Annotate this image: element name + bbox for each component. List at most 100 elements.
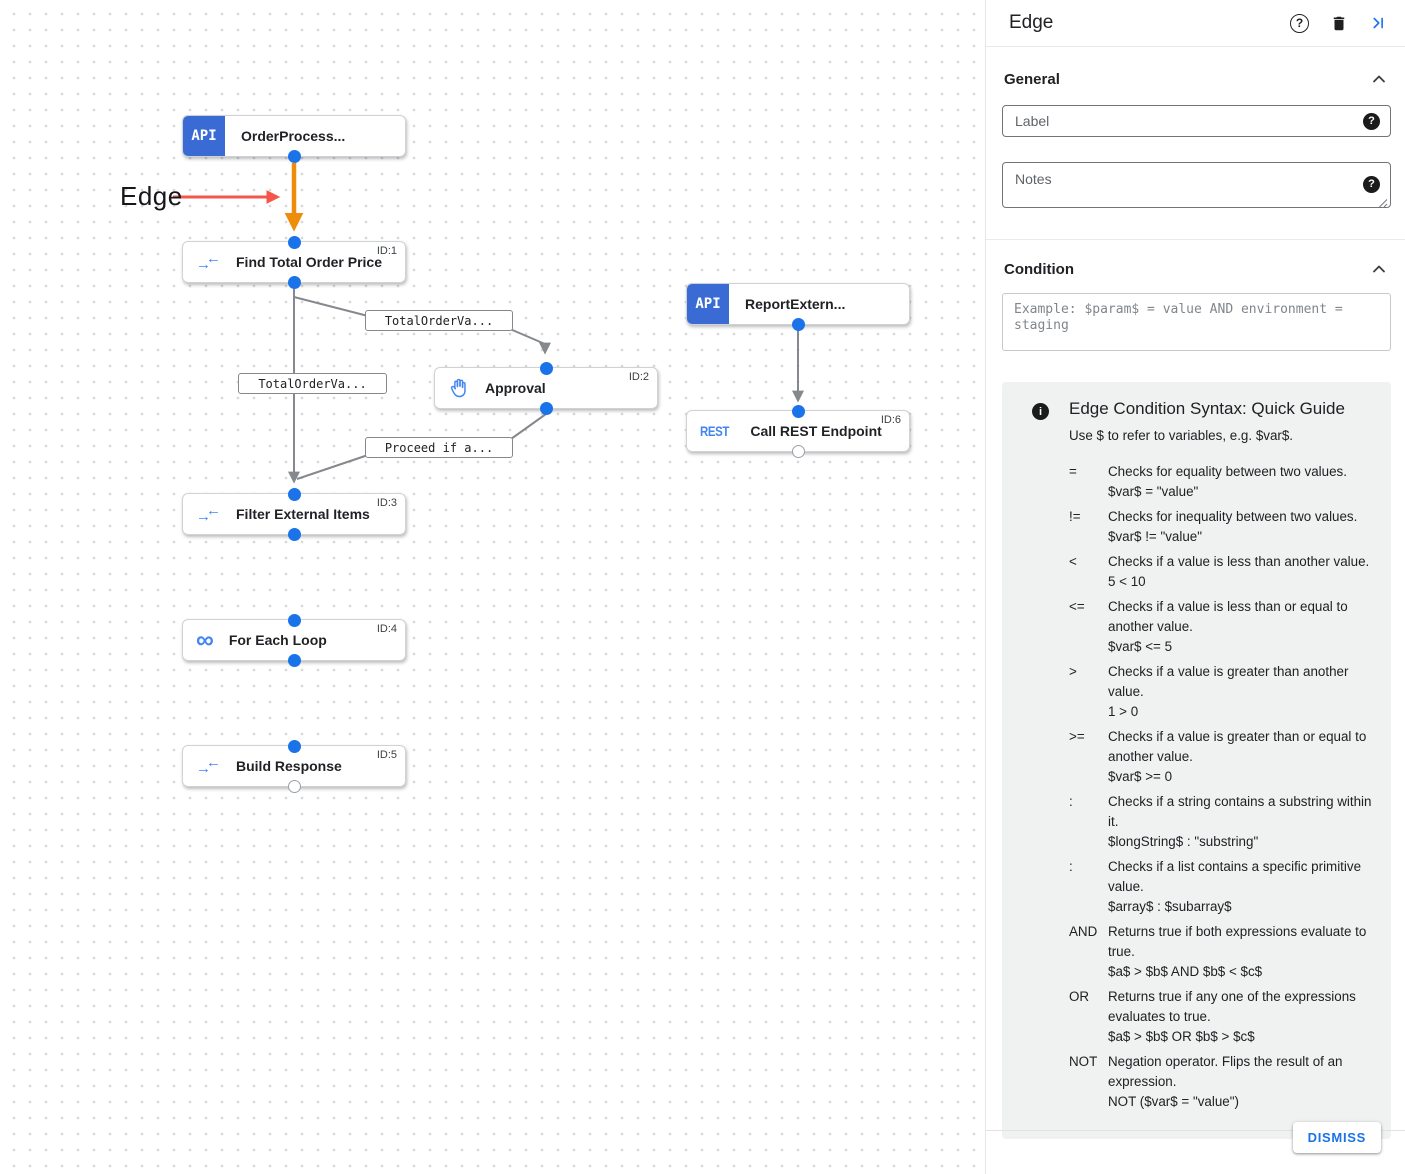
output-port[interactable] [791,444,805,458]
guide-description: Checks for inequality between two values… [1108,509,1358,524]
collapse-panel-button[interactable] [1369,14,1387,32]
guide-example: $array$ : $subarray$ [1108,899,1232,914]
label-help-icon[interactable]: ? [1363,113,1380,130]
guide-operator: >= [1069,729,1085,744]
general-section-title: General [1004,70,1060,88]
node-report-extern[interactable]: API ReportExtern... [686,283,910,331]
guide-operator: = [1069,464,1077,479]
condition-section-title: Condition [1004,260,1074,278]
help-icon: ? [1290,13,1309,33]
node-title: Find Total Order Price [236,254,382,270]
notes-input[interactable] [1002,162,1391,208]
edges-layer [173,163,804,484]
input-port[interactable] [287,739,301,753]
label-field-wrap: ? [1002,105,1391,137]
guide-example: $var$ = "value" [1108,484,1199,499]
edge-label[interactable]: TotalOrderVa... [365,310,513,331]
guide-description: Returns true if both expressions evaluat… [1108,924,1367,959]
chevron-up-icon[interactable] [1369,259,1389,279]
approval-hand-icon [448,377,470,399]
section-divider [986,239,1405,240]
output-port[interactable] [791,317,805,331]
condition-field-wrap [1002,293,1391,356]
guide-row: : Checks if a string contains a substrin… [1069,792,1381,852]
output-port[interactable] [539,401,553,415]
rest-task-icon: REST [700,423,729,439]
node-call-rest-endpoint[interactable]: ID:6 REST Call REST Endpoint [686,404,910,458]
guide-example: $var$ != "value" [1108,529,1202,544]
input-port[interactable] [791,404,805,418]
edge-label[interactable]: Proceed if a... [365,437,513,458]
input-port[interactable] [539,361,553,375]
guide-description: Checks if a string contains a substring … [1108,794,1372,829]
guide-operator: < [1069,554,1077,569]
output-port[interactable] [287,527,301,541]
guide-subtitle: Use $ to refer to variables, e.g. $var$. [1069,428,1294,443]
panel-header: Edge ? [986,0,1405,47]
node-id-tag: ID:4 [376,623,397,635]
edge-approval-out-a[interactable] [510,413,547,440]
output-port[interactable] [287,275,301,289]
chevron-up-icon[interactable] [1369,69,1389,89]
notes-help-icon[interactable]: ? [1363,176,1380,193]
general-section-header[interactable]: General [1002,69,1391,89]
edge-find-to-approval-a[interactable] [293,296,369,317]
api-trigger-icon: API [183,116,225,156]
panel-footer: DISMISS [986,1122,1405,1153]
node-find-total-order-price[interactable]: ID:1 ←→ Find Total Order Price [182,235,406,289]
output-port[interactable] [287,779,301,793]
workflow-canvas[interactable]: Edge API OrderProcess... ID:1 ←→ Find To… [0,0,985,1174]
node-build-response[interactable]: ID:5 ←→ Build Response [182,739,406,793]
node-id-tag: ID:6 [880,414,901,426]
edge-approval-out-b[interactable] [296,454,369,480]
guide-description: Checks for equality between two values. [1108,464,1347,479]
guide-example: $var$ >= 0 [1108,769,1173,784]
node-title: ReportExtern... [745,296,846,312]
guide-example: 5 < 10 [1108,574,1146,589]
delete-edge-button[interactable] [1330,14,1348,33]
guide-operator: : [1069,859,1073,874]
guide-example: $var$ <= 5 [1108,639,1173,654]
node-filter-external-items[interactable]: ID:3 ←→ Filter External Items [182,487,406,541]
guide-row: <= Checks if a value is less than or equ… [1069,597,1381,657]
guide-row: > Checks if a value is greater than anot… [1069,662,1381,722]
guide-row: : Checks if a list contains a specific p… [1069,857,1381,917]
guide-example: $a$ > $b$ AND $b$ < $c$ [1108,964,1263,979]
output-port[interactable] [287,149,301,163]
edge-find-to-approval-b[interactable] [509,328,551,355]
input-port[interactable] [287,235,301,249]
panel-title: Edge [1009,12,1054,33]
input-port[interactable] [287,613,301,627]
info-icon: i [1032,403,1049,420]
dismiss-button[interactable]: DISMISS [1292,1122,1381,1153]
node-id-tag: ID:2 [628,371,649,383]
guide-operator: != [1069,509,1081,524]
edge-properties-panel: Edge ? General [985,0,1405,1174]
guide-description: Checks if a value is greater than anothe… [1108,664,1349,699]
guide-description: Checks if a value is less than or equal … [1108,599,1348,634]
node-for-each-loop[interactable]: ID:4 ∞ For Each Loop [182,613,406,667]
help-button[interactable]: ? [1290,13,1309,33]
node-title: For Each Loop [228,632,327,648]
output-port[interactable] [287,653,301,667]
condition-section-header[interactable]: Condition [1002,259,1391,279]
guide-description: Checks if a list contains a specific pri… [1108,859,1362,894]
guide-row: = Checks for equality between two values… [1069,462,1381,502]
node-order-process[interactable]: API OrderProcess... [182,115,406,163]
data-mapping-icon: ←→ [196,250,221,273]
resize-handle-icon[interactable] [1378,198,1388,208]
edge-label[interactable]: TotalOrderVa... [238,373,387,394]
condition-input[interactable] [1002,293,1391,351]
node-id-tag: ID:3 [376,497,397,509]
node-approval[interactable]: ID:2 Approval [434,361,658,415]
input-port[interactable] [287,487,301,501]
guide-example: 1 > 0 [1108,704,1139,719]
trash-icon [1333,16,1345,30]
label-input[interactable] [1002,105,1391,137]
guide-row: OR Returns true if any one of the expres… [1069,987,1381,1047]
node-title: OrderProcess... [241,128,346,144]
api-trigger-icon: API [687,284,729,324]
guide-description: Checks if a value is greater than or equ… [1108,729,1367,764]
guide-operator: NOT [1069,1054,1098,1069]
guide-operator: AND [1069,924,1098,939]
